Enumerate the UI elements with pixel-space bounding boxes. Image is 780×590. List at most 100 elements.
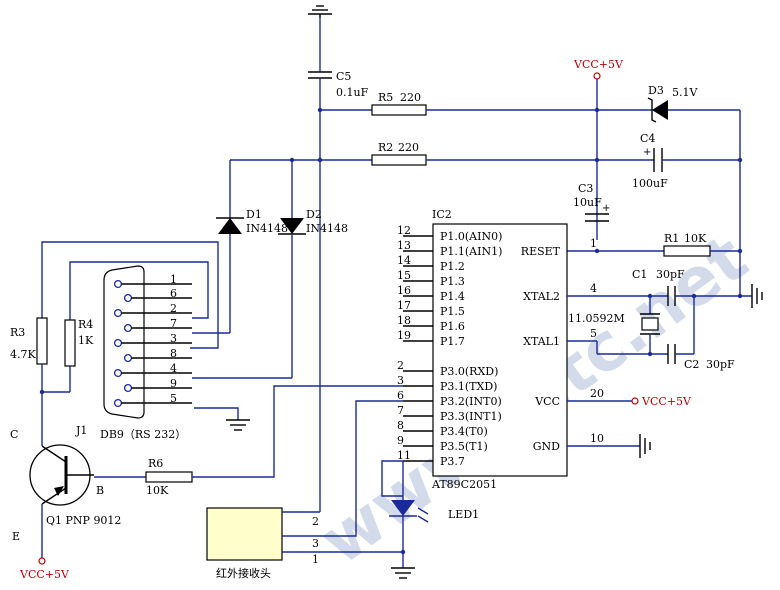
q1-emitter-label: E — [12, 530, 20, 543]
d3-zener-diode — [647, 97, 668, 123]
j1-label: J1 — [75, 424, 87, 437]
db9-pin-number: 3 — [170, 332, 177, 345]
ir-pin-3: 3 — [312, 537, 319, 550]
ic2-pin-number: 6 — [397, 389, 404, 402]
c3-value: 10uF — [573, 196, 602, 209]
ir-receiver-label: 红外接收头 — [216, 566, 271, 580]
d1-diode — [216, 217, 244, 234]
db9-pin-number: 7 — [170, 317, 177, 330]
r4-resistor — [64, 319, 76, 367]
vcc-top-label: VCC+5V — [573, 58, 624, 71]
db9-pin-number: 4 — [170, 362, 177, 375]
ic2-pin-label: P3.3(INT1) — [440, 410, 502, 423]
ic2-part-number: AT89C2051 — [431, 478, 497, 491]
r1-value: 10K — [684, 232, 707, 245]
db9-pin-number: 1 — [170, 273, 177, 286]
right-ground-symbol — [751, 284, 763, 308]
ic2-pin-number: 2 — [397, 359, 404, 372]
crystal-frequency: 11.0592M — [568, 312, 625, 325]
db9-pin-number: 8 — [170, 347, 177, 360]
c5-value: 0.1uF — [336, 86, 369, 99]
db9-pin-hole — [123, 323, 133, 333]
r5-resistor — [371, 104, 427, 116]
db9-ground-symbol — [226, 419, 250, 431]
pin-4-label: 4 — [590, 282, 597, 295]
bottom-ground-symbol — [391, 567, 415, 579]
r3-label: R3 — [10, 326, 25, 339]
c1-value: 30pF — [656, 268, 685, 281]
db9-pin-number: 2 — [170, 302, 177, 315]
ic2-pin-number: 7 — [397, 404, 404, 417]
ic2-pin-label: P1.0(AIN0) — [440, 230, 502, 243]
ic2-pin-label: RESET — [521, 245, 561, 258]
r2-label: R2 — [378, 141, 393, 154]
db9-pin-number: 9 — [170, 377, 177, 390]
c3-label: C3 — [578, 182, 593, 195]
q1-collector-label: C — [10, 428, 18, 441]
ic2-pin-label: P1.3 — [440, 275, 465, 288]
ic2-pin-label: P1.1(AIN1) — [440, 245, 502, 258]
pin-10-label: 10 — [590, 432, 604, 445]
db9-pin-hole — [113, 368, 123, 378]
c1-label: C1 — [632, 268, 647, 281]
db9-connector-body — [103, 265, 145, 419]
db9-pin-number: 5 — [170, 392, 177, 405]
ir-pin-2: 2 — [312, 515, 319, 528]
c4-label: C4 — [640, 132, 655, 145]
d2-label: D2 — [306, 208, 322, 221]
ic2-label: IC2 — [432, 208, 452, 221]
ic2-pin-label: P1.7 — [440, 335, 465, 348]
ic2-pin-number: 8 — [397, 419, 404, 432]
d1-label: D1 — [246, 208, 262, 221]
db9-pin-number: 6 — [170, 287, 177, 300]
db9-pin-hole — [113, 398, 123, 408]
vcc-bottom-terminal — [38, 557, 46, 565]
crystal-oscillator — [640, 313, 660, 335]
ic2-pin-label: XTAL2 — [523, 290, 560, 303]
db9-pin-hole — [123, 353, 133, 363]
ic2-pin-number: 14 — [397, 254, 411, 267]
ic2-pin-label: P3.4(T0) — [440, 425, 488, 438]
d3-label: D3 — [648, 84, 664, 97]
db9-pin-hole — [113, 279, 123, 289]
ic2-pin-number: 17 — [397, 299, 411, 312]
ic2-pin-label: P1.2 — [440, 260, 465, 273]
r3-value: 4.7K — [10, 348, 36, 361]
r5-label: R5 — [378, 91, 393, 104]
pin-20-label: 20 — [590, 387, 604, 400]
db9-pin-hole — [113, 338, 123, 348]
ic2-pin-number: 11 — [397, 449, 411, 462]
q1-transistor — [29, 444, 94, 506]
q1-label: Q1 PNP 9012 — [46, 514, 121, 527]
ic2-pin-label: P1.6 — [440, 320, 465, 333]
db9-label: DB9（RS 232） — [100, 428, 186, 441]
ir-receiver-module — [206, 507, 283, 561]
db9-pin-hole — [123, 293, 133, 303]
svg-text:+: + — [643, 147, 651, 158]
vcc-right-terminal — [631, 397, 639, 405]
ic2-pin-number: 19 — [397, 329, 411, 342]
ic2-pin-number: 18 — [397, 314, 411, 327]
ic2-pin-label: P3.2(INT0) — [440, 395, 502, 408]
ic2-pin-label: XTAL1 — [523, 335, 560, 348]
ic2-pin-label: P3.5(T1) — [440, 440, 488, 453]
r3-resistor — [36, 317, 48, 365]
vcc-right-label: VCC+5V — [641, 395, 692, 408]
c5-capacitor-symbol — [308, 71, 332, 79]
ic2-pin-label: P3.0(RXD) — [440, 365, 498, 378]
r2-resistor — [371, 154, 427, 166]
r1-resistor — [663, 245, 711, 257]
d3-value: 5.1V — [672, 86, 698, 99]
db9-pin-hole — [123, 383, 133, 393]
r6-value: 10K — [146, 484, 169, 497]
r2-value: 220 — [398, 141, 419, 154]
c5-label: C5 — [336, 70, 351, 83]
c2-value: 30pF — [706, 358, 735, 371]
ir-pin-1: 1 — [312, 553, 319, 566]
r1-label: R1 — [664, 232, 679, 245]
svg-text:+: + — [602, 203, 610, 214]
ic2-pin-number: 3 — [397, 374, 404, 387]
ic2-pin-label: P3.7 — [440, 455, 465, 468]
